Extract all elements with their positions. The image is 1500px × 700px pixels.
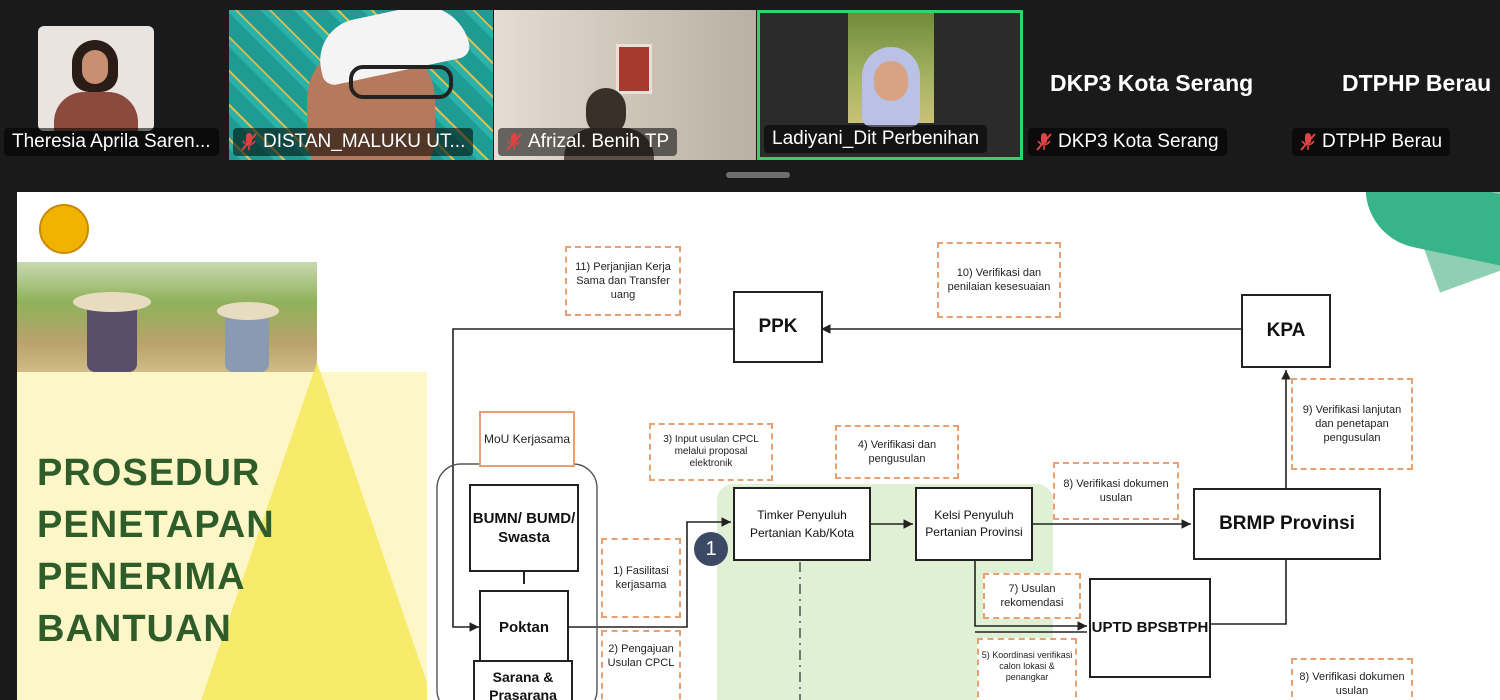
participant-name: DKP3 Kota Serang [1028, 128, 1227, 156]
farmer-figure [225, 310, 269, 372]
slide-title: PROSEDUR PENETAPAN PENERIMA BANTUAN [37, 452, 275, 650]
person-body [54, 92, 138, 131]
flow-box-sarana: Sarana & Prasarana [473, 660, 573, 700]
flow-box-ppk: PPK [733, 291, 823, 363]
flow-box-kelsi: Kelsi Penyuluh Pertanian Provinsi [915, 487, 1033, 561]
flow-connectors [436, 324, 1291, 700]
participant-name: Afrizal. Benih TP [498, 128, 678, 156]
participant-video [848, 13, 934, 127]
participant-display-name: DKP3 Kota Serang [1050, 70, 1254, 96]
person-face [874, 61, 908, 101]
participant-tile-dtphp[interactable]: DTPHP Berau DTPHP Berau [1288, 10, 1500, 160]
flow-note-mou: MoU Kerjasama [479, 411, 575, 467]
shared-slide: PROSEDUR PENETAPAN PENERIMA BANTUAN PPK … [17, 192, 1500, 700]
flow-box-poktan: Poktan [479, 590, 569, 664]
participant-name: Theresia Aprila Saren... [4, 128, 219, 156]
flow-box-bumn: BUMN/ BUMD/ Swasta [469, 484, 579, 572]
flow-box-kpa: KPA [1241, 294, 1331, 368]
picture-frame [616, 44, 652, 94]
flow-box-uptd: UPTD BPSBTPH [1089, 578, 1211, 678]
flow-note-9: 9) Verifikasi lanjutan dan penetapan pen… [1291, 378, 1413, 470]
farmer-hat [217, 302, 279, 320]
strip-resize-handle[interactable] [726, 172, 790, 178]
ministry-logo-icon [39, 204, 89, 254]
participant-tile-theresia[interactable]: Theresia Aprila Saren... [0, 10, 228, 160]
flow-note-5: 5) Koordinasi verifikasi calon lokasi & … [977, 638, 1077, 700]
slide-left-panel: PROSEDUR PENETAPAN PENERIMA BANTUAN [17, 192, 427, 700]
flow-box-timker: Timker Penyuluh Pertanian Kab/Kota [733, 487, 871, 561]
flow-box-brmp: BRMP Provinsi [1193, 488, 1381, 560]
participant-tile-afrizal[interactable]: Afrizal. Benih TP [494, 10, 756, 160]
slide-yellow-shape [197, 362, 427, 700]
participant-strip: Theresia Aprila Saren... DISTAN_MALUKU U… [0, 0, 1500, 190]
farmer-hat [73, 292, 151, 312]
flow-note-4: 4) Verifikasi dan pengusulan [835, 425, 959, 479]
flow-note-8a: 8) Verifikasi dokumen usulan [1053, 462, 1179, 520]
participant-name: DTPHP Berau [1292, 128, 1451, 156]
participant-video [38, 26, 154, 131]
muted-mic-icon [506, 132, 522, 152]
flow-note-10: 10) Verifikasi dan penilaian kesesuaian [937, 242, 1061, 318]
participant-display-name: DTPHP Berau [1342, 70, 1492, 96]
participant-name: Ladiyani_Dit Perbenihan [764, 125, 988, 153]
participant-name: DISTAN_MALUKU UT... [233, 128, 474, 156]
step-badge: 1 [694, 532, 728, 566]
farmer-figure [87, 302, 137, 372]
flow-note-3: 3) Input usulan CPCL melalui proposal el… [649, 423, 773, 481]
muted-mic-icon [1036, 132, 1052, 152]
farmers-photo [17, 262, 317, 377]
muted-mic-icon [1300, 132, 1316, 152]
flow-note-11: 11) Perjanjian Kerja Sama dan Transfer u… [565, 246, 681, 316]
person-face [82, 50, 108, 84]
flow-note-7: 7) Usulan rekomendasi [983, 573, 1081, 619]
participant-tile-dkp3[interactable]: DKP3 Kota Serang DKP3 Kota Serang [1024, 10, 1286, 160]
muted-mic-icon [241, 132, 257, 152]
glasses [349, 65, 453, 99]
flow-note-1: 1) Fasilitasi kerjasama [601, 538, 681, 618]
flow-note-8b: 8) Verifikasi dokumen usulan [1291, 658, 1413, 700]
participant-tile-distan[interactable]: DISTAN_MALUKU UT... [229, 10, 493, 160]
participant-tile-ladiyani[interactable]: Ladiyani_Dit Perbenihan [757, 10, 1023, 160]
flow-note-2: 2) Pengajuan Usulan CPCL [601, 630, 681, 700]
